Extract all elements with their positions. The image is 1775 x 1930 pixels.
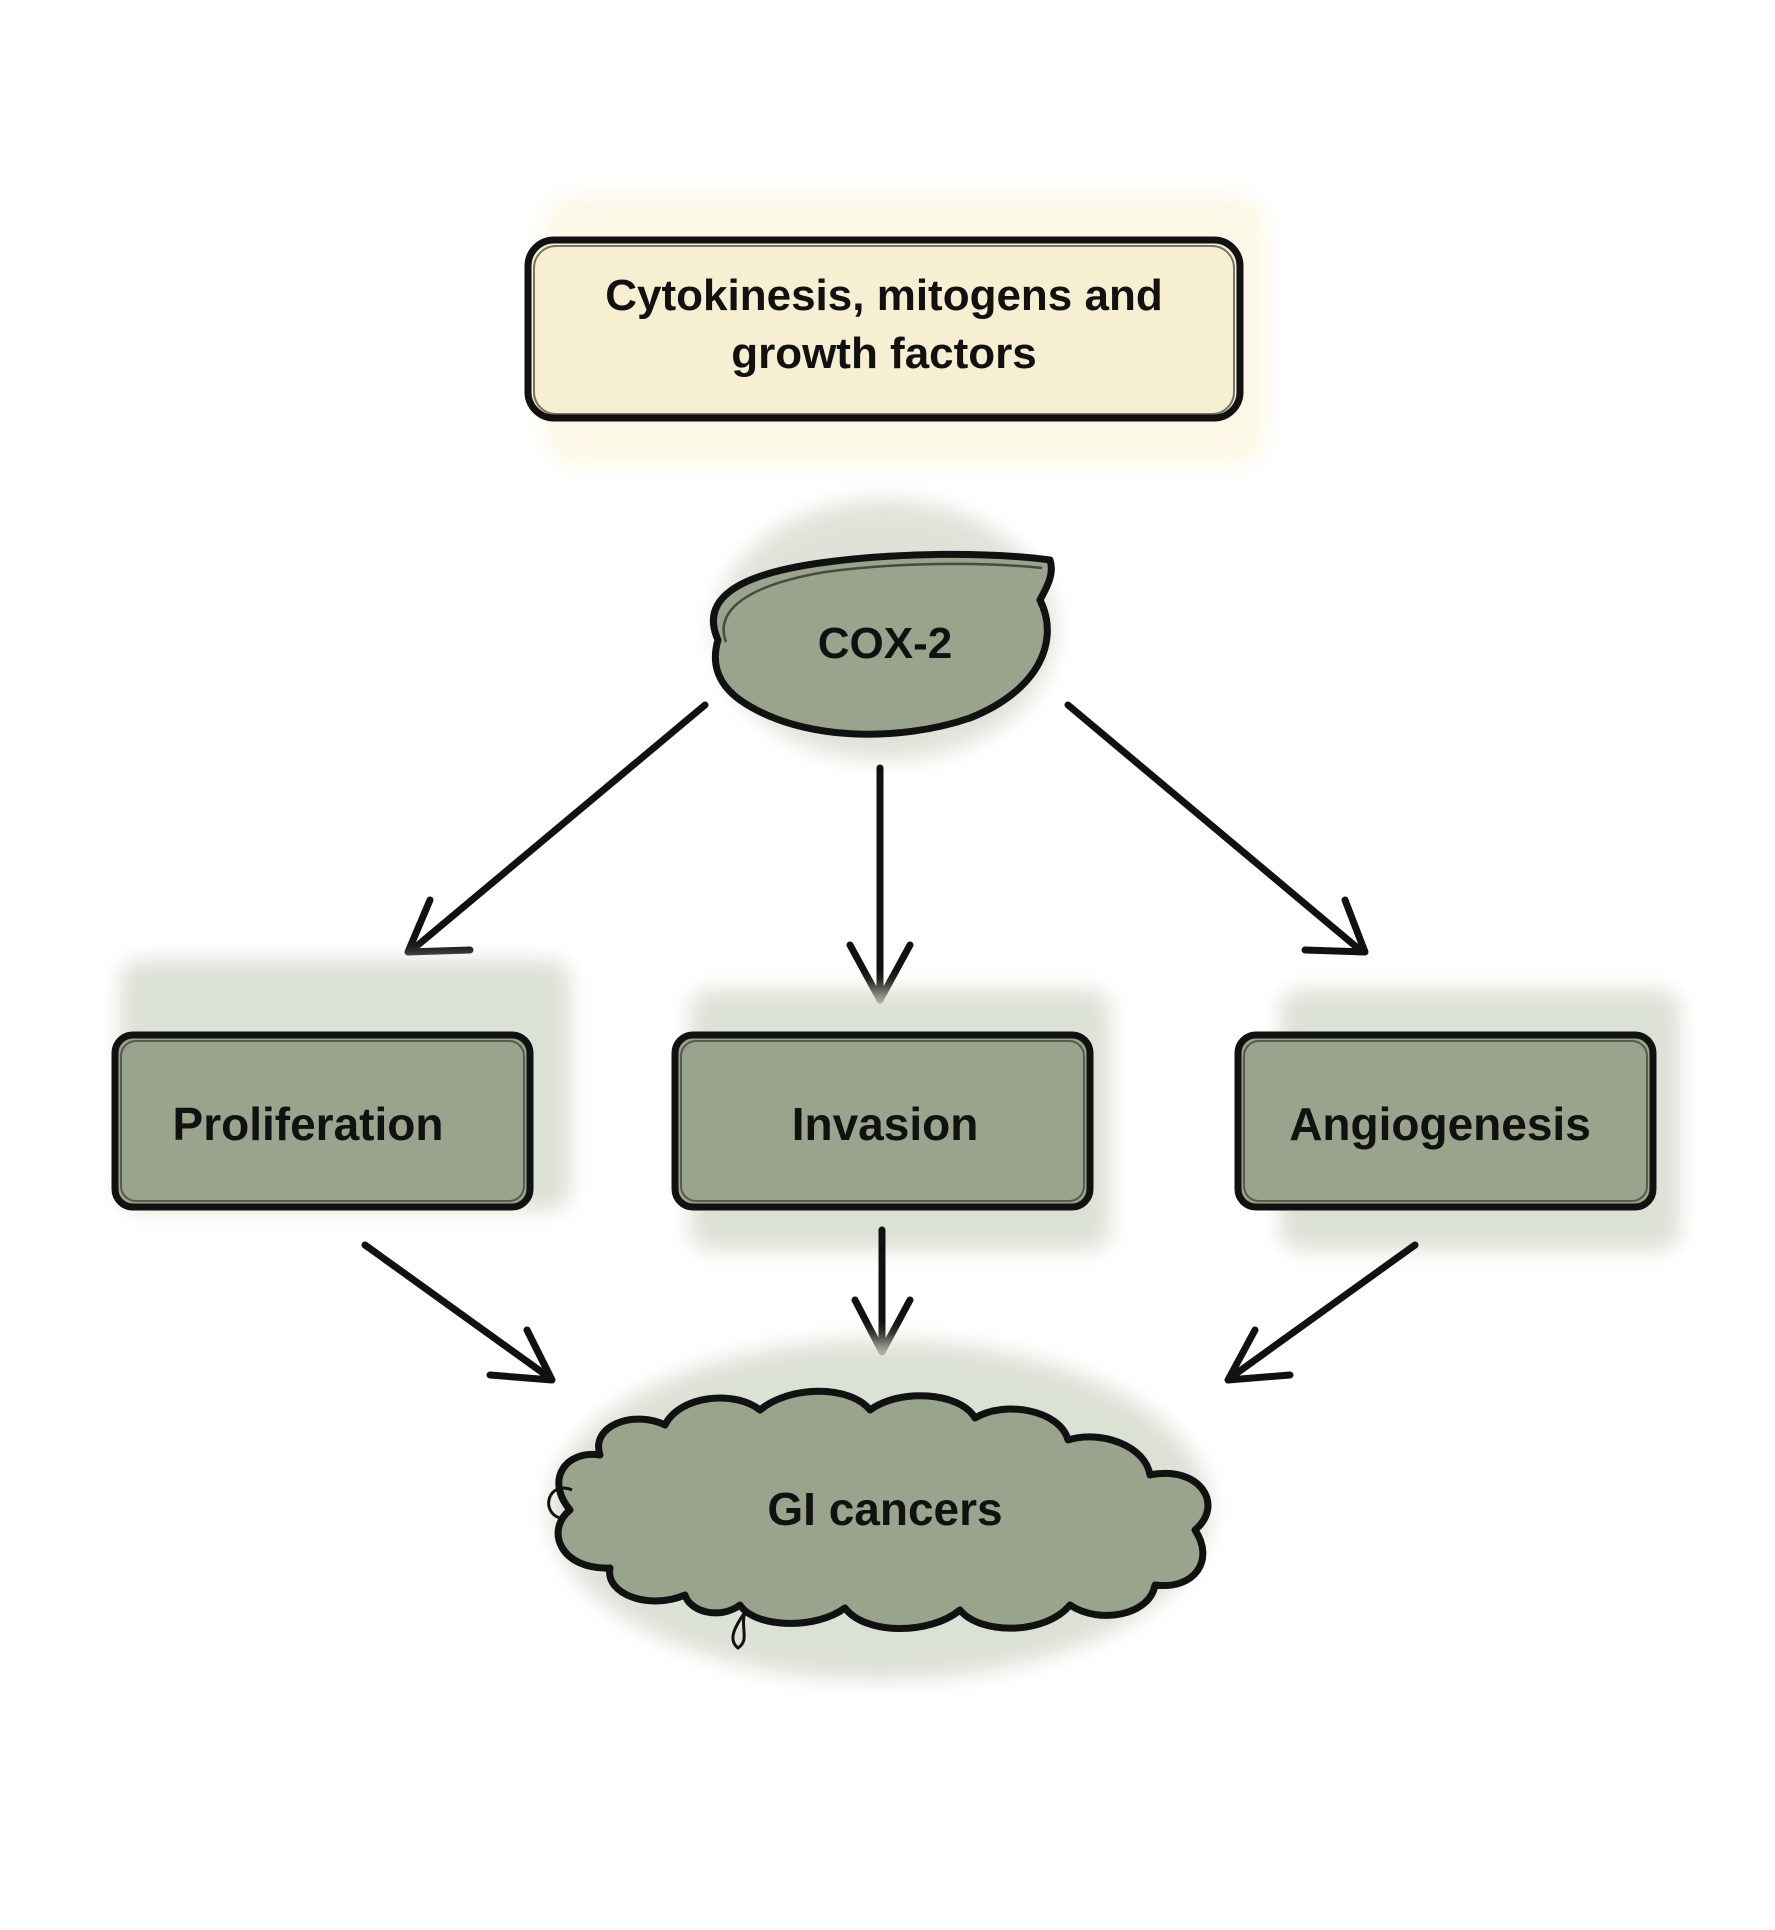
proliferation-box [111,1031,534,1211]
angiogenesis-label: Angiogenesis [1289,1098,1591,1150]
cox2-leaf-shape [710,550,1055,738]
proliferation-label: Proliferation [173,1098,444,1150]
top-box-sketch-line [533,245,1235,415]
top-box-label-line2: growth factors [731,329,1037,378]
effect-invasion: Invasion [671,990,1110,1250]
arrow-to-angiogenesis-head [1301,896,1369,956]
invasion-sketch-line [680,1040,1085,1202]
effect-angiogenesis: Angiogenesis [1234,990,1680,1250]
gi-cancers-cloud-drip [731,1611,747,1650]
gi-cancers-label: GI cancers [767,1483,1002,1535]
top-box-shape [524,236,1244,422]
gi-cancers-cloud-puff [547,1486,573,1520]
top-box: Cytokinesis, mitogens and growth factors [524,195,1265,465]
arrows-cox2-to-effects [404,701,1369,1004]
effect-proliferation: Proliferation [111,960,570,1211]
arrow-to-angiogenesis [1064,701,1364,954]
angiogenesis-box [1234,1031,1657,1211]
top-box-label-line1: Cytokinesis, mitogens and [605,271,1162,320]
arrow-angiogenesis-to-cancers [1226,1241,1419,1382]
proliferation-sketch-line [120,1040,525,1202]
gi-cancers-cloud [554,1387,1212,1632]
angiogenesis-sketch-line [1243,1040,1648,1202]
arrow-angiogenesis-to-cancers-head [1224,1326,1294,1384]
arrow-proliferation-to-cancers [361,1241,554,1382]
cox2-sketch-line [722,562,1043,643]
arrow-to-proliferation [408,701,709,954]
cox2-node: COX-2 [710,500,1055,760]
cox2-label: COX-2 [818,619,952,668]
outcome-gi-cancers: GI cancers [547,1340,1212,1680]
invasion-box [671,1031,1094,1211]
arrow-proliferation-to-cancers-head [486,1326,556,1384]
invasion-label: Invasion [792,1098,979,1150]
arrow-to-proliferation-head [404,896,474,956]
